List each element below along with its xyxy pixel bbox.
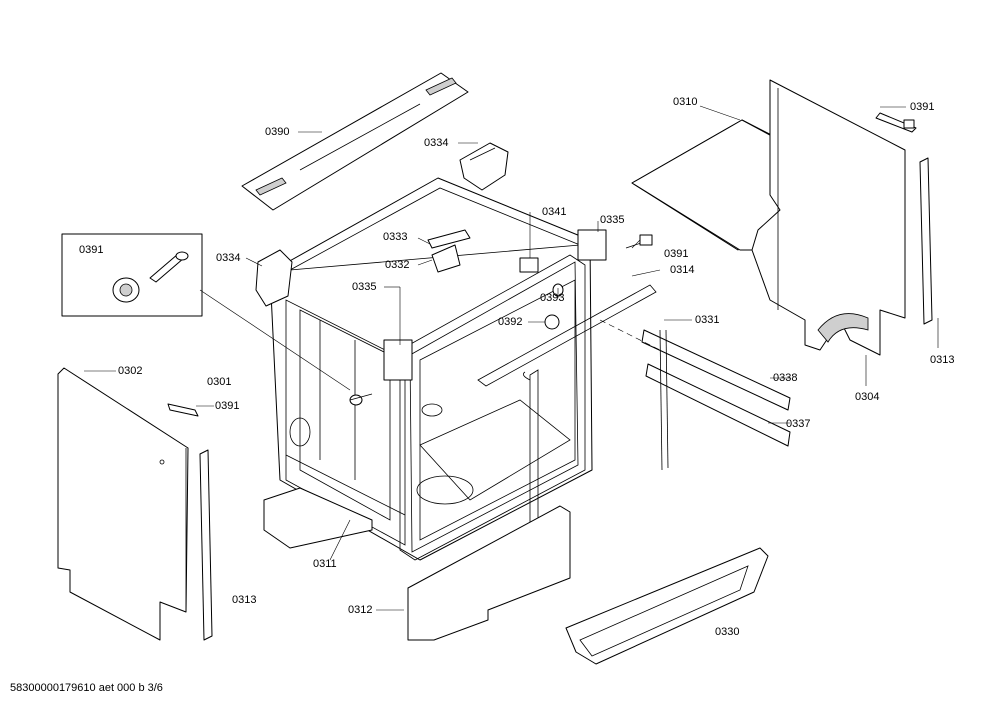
label-0335-right: 0335 [600,214,625,226]
label-0391-inset: 0391 [79,244,104,256]
part-0334-bracket-left [255,249,293,307]
leader-lines [84,105,939,611]
part-0333-0332-clips [427,229,471,273]
part-0331-rails [599,319,791,471]
label-0335-left: 0335 [352,281,377,293]
label-0313-left: 0313 [232,594,257,606]
label-0341: 0341 [542,206,567,218]
part-0330-tray [565,547,769,665]
part-0390-top-plate [241,72,469,211]
part-0391-inset-box [61,233,373,406]
label-0313-right: 0313 [930,354,955,366]
part-0311-base [263,487,373,549]
label-0311: 0311 [313,558,337,570]
part-0304-side-panel [751,79,906,356]
label-0337: 0337 [786,418,811,430]
label-0391-topright: 0391 [910,101,935,113]
part-0341-sensor [519,257,539,273]
label-0332: 0332 [385,259,410,271]
part-0335-door-frame [383,229,607,561]
label-0391-door: 0391 [215,400,240,412]
part-0313-strip-left [199,449,213,641]
document-footer: 58300000179610 aet 000 b 3/6 [10,682,163,694]
label-0301: 0301 [207,376,232,388]
part-0391-door-bracket [167,403,199,417]
part-0391-bracket-topright [875,112,917,133]
label-0333: 0333 [383,231,408,243]
label-0330: 0330 [715,626,740,638]
part-0313-strip-right [919,157,933,325]
part-0391-screw-right [625,234,653,249]
label-0312: 0312 [348,604,373,616]
label-0334-top: 0334 [424,137,449,149]
part-0334-bracket-top [459,142,509,191]
part-0312-kickplate [407,505,571,641]
label-0334-left: 0334 [216,252,241,264]
label-0393: 0393 [540,292,565,304]
label-0314: 0314 [670,264,695,276]
label-0310: 0310 [673,96,698,108]
label-0338: 0338 [773,372,798,384]
label-0392: 0392 [498,316,523,328]
label-0331: 0331 [695,314,720,326]
part-0302-door-panel [57,367,189,641]
label-0304: 0304 [855,391,880,403]
label-0390: 0390 [265,126,290,138]
label-0391-mid: 0391 [664,248,689,260]
label-0302: 0302 [118,365,143,377]
